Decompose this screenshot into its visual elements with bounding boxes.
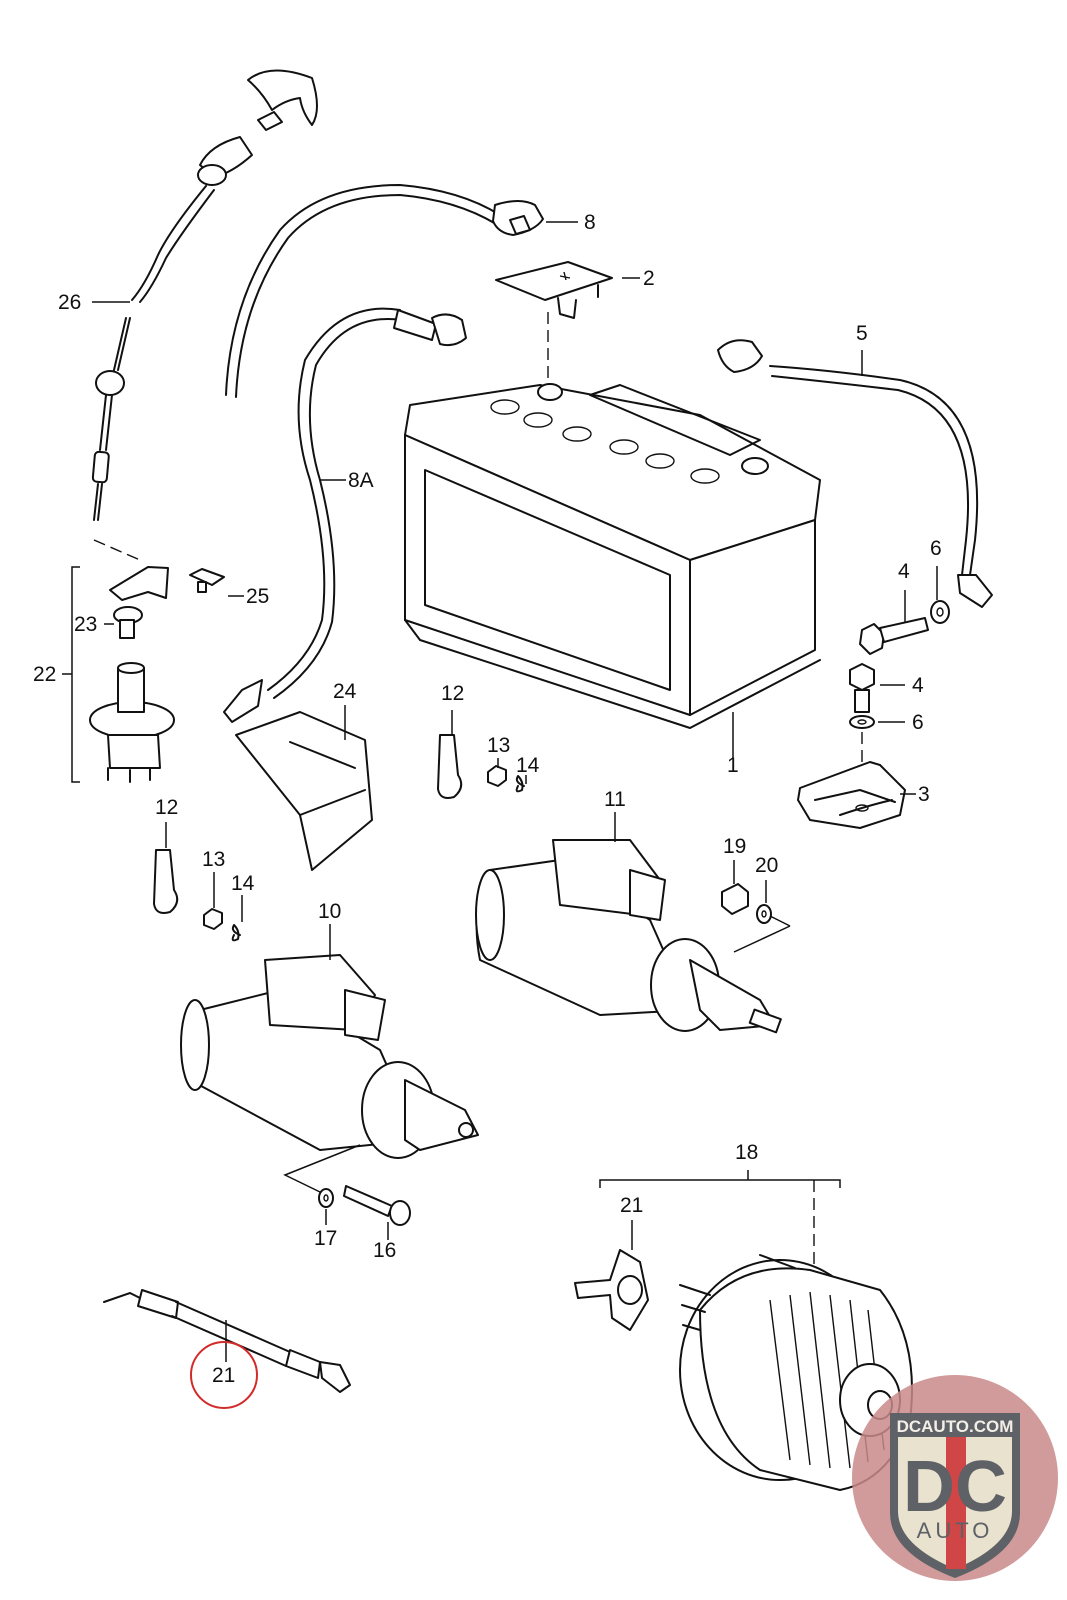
starter-11-part[interactable]: [475, 839, 782, 1034]
callout-25: 26: [58, 291, 81, 314]
hex-bolt-lower-part[interactable]: [849, 663, 875, 713]
nut-upper-part[interactable]: [487, 765, 507, 787]
terminal-sleeve-lower-part[interactable]: [153, 849, 179, 914]
highlight-circle: [190, 1341, 258, 1409]
callout-5: 5: [856, 322, 868, 345]
voltage-regulator-part[interactable]: [574, 1249, 649, 1331]
washer-18-part[interactable]: [756, 904, 772, 924]
callout-17: 19: [723, 835, 746, 858]
callout-19[interactable]: 21: [212, 1364, 235, 1387]
logo-main-text: DC: [903, 1447, 1007, 1527]
hold-down-clamp-part[interactable]: [797, 761, 906, 829]
washer-lower-part[interactable]: [849, 715, 875, 729]
terminal-cover-part[interactable]: [495, 261, 613, 319]
callout-23: 23: [74, 613, 97, 636]
callout-22: 22: [33, 663, 56, 686]
callout-8a: 8A: [348, 469, 374, 492]
spring-washer-lower-part[interactable]: [231, 924, 241, 942]
battery-cable-part[interactable]: [225, 184, 544, 398]
callout-6-lower: 6: [912, 711, 924, 734]
dcauto-watermark-logo: DCAUTO.COM DC AUTO: [850, 1373, 1060, 1583]
socket-bolt-part[interactable]: [343, 1185, 411, 1226]
callout-24: 24: [333, 680, 357, 703]
terminal-sleeve-upper-part[interactable]: [437, 734, 463, 799]
hex-bolt-upper-part[interactable]: [859, 617, 929, 655]
callout-14-lower: 14: [231, 872, 255, 895]
callout-10: 10: [318, 900, 341, 923]
callout-4-upper: 4: [898, 560, 910, 583]
callout-12-lower: 12: [155, 796, 178, 819]
ground-cable-part[interactable]: [717, 339, 993, 608]
callout-1: 1: [727, 754, 739, 777]
master-switch-part[interactable]: [89, 662, 175, 783]
logo-top-text: DCAUTO.COM: [897, 1417, 1014, 1436]
battery-part[interactable]: [404, 383, 821, 729]
callout-6-upper: 6: [930, 537, 942, 560]
cover-plate-part[interactable]: [235, 711, 373, 871]
alternator-part[interactable]: [679, 1254, 913, 1491]
logo-stripe: [946, 1437, 966, 1569]
callout-13-upper: 13: [487, 734, 510, 757]
spring-washer-upper-part[interactable]: [515, 775, 525, 793]
callout-4-lower: 4: [912, 674, 924, 697]
callout-8: 8: [584, 211, 596, 234]
logo-sub-text: AUTO: [917, 1518, 994, 1543]
callout-21-label: 21: [620, 1194, 643, 1217]
callout-13-lower: 13: [202, 848, 225, 871]
callout-12-upper: 12: [441, 682, 464, 705]
washer-16-part[interactable]: [318, 1188, 334, 1208]
callout-18: 20: [755, 854, 778, 877]
ground-strap-part[interactable]: [103, 1289, 351, 1393]
callout-16: 17: [314, 1227, 337, 1250]
callout-20: 18: [735, 1141, 758, 1164]
callout-26: 25: [246, 585, 269, 608]
starter-10-part[interactable]: [180, 954, 479, 1159]
callout-3: 3: [918, 783, 930, 806]
callout-2: 2: [643, 267, 655, 290]
nut-lower-part[interactable]: [203, 908, 223, 930]
spacer-bushing-part[interactable]: [721, 883, 749, 915]
clip-nut-part[interactable]: [189, 568, 225, 593]
pull-cable-part[interactable]: [91, 69, 318, 521]
switch-key-part[interactable]: [109, 566, 169, 639]
washer-upper-part[interactable]: [930, 600, 950, 624]
callout-15: 16: [373, 1239, 396, 1262]
callout-11: 11: [604, 788, 626, 811]
callout-14-upper: 14: [516, 754, 540, 777]
